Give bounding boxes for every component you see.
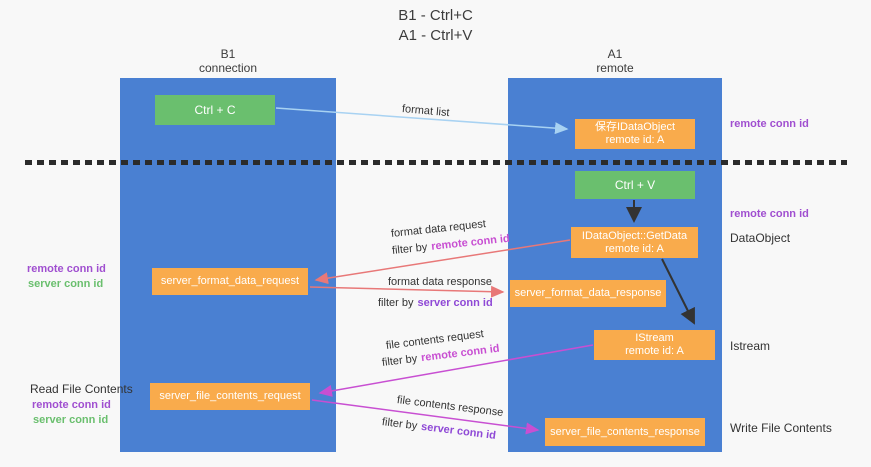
dashed-separator [25, 160, 847, 165]
ctrl-c-label: Ctrl + C [194, 102, 236, 117]
filter-by-text: filter by [378, 297, 414, 309]
ctrl-v-label: Ctrl + V [614, 177, 656, 192]
lane-header-b1: B1 connection [120, 47, 336, 75]
filter-by-text: filter by [381, 416, 418, 433]
file-response-label: server_file_contents_response [550, 425, 700, 438]
remote-conn-id-annotation-left-1: remote conn id [27, 263, 106, 275]
remote-conn-id-annotation-mid: remote conn id [730, 208, 809, 220]
server-conn-id-text: server conn id [420, 420, 497, 442]
server-conn-id-annotation-left-2: server conn id [33, 414, 109, 426]
file-contents-response-label: file contents response [396, 394, 504, 419]
filter-by-text: filter by [381, 352, 418, 369]
lane-b1-name: B1 [220, 47, 236, 61]
filter-by-text: filter by [391, 241, 428, 257]
getdata-line1: IDataObject::GetData [581, 229, 688, 242]
ctrl-v-box: Ctrl + V [575, 171, 695, 199]
read-file-contents-annotation: Read File Contents [30, 382, 133, 396]
diagram-title: B1 - Ctrl+C A1 - Ctrl+V [0, 6, 871, 46]
lane-a1-name: A1 [607, 47, 623, 61]
save-idataobject-line1: 保存IDataObject [594, 121, 676, 133]
getdata-line2: remote id: A [605, 242, 664, 255]
server-file-contents-response-box: server_file_contents_response [545, 418, 705, 446]
title-line-2: A1 - Ctrl+V [398, 27, 473, 44]
server-format-data-request-box: server_format_data_request [152, 268, 308, 295]
lane-header-a1: A1 remote [508, 47, 722, 75]
istream-line2: remote id: A [625, 345, 684, 357]
format-data-response-label: format data response [388, 276, 492, 288]
save-idataobject-line2: remote id: A [605, 134, 665, 146]
remote-conn-id-annotation-left-2: remote conn id [32, 399, 111, 411]
server-format-data-response-box: server_format_data_response [510, 280, 666, 307]
remote-conn-id-annotation-top: remote conn id [730, 118, 809, 130]
server-conn-id-text: server conn id [417, 297, 493, 309]
ctrl-c-box: Ctrl + C [155, 95, 275, 125]
file-request-label: server_file_contents_request [159, 390, 301, 402]
save-idataobject-box: 保存IDataObject remote id: A [575, 119, 695, 149]
idataobject-getdata-box: IDataObject::GetData remote id: A [571, 227, 698, 258]
format-request-label: server_format_data_request [160, 275, 300, 287]
remote-conn-id-text: remote conn id [430, 232, 511, 253]
server-conn-id-annotation-left-1: server conn id [28, 278, 104, 290]
title-line-1: B1 - Ctrl+C [398, 7, 473, 24]
format-list-label: format list [401, 103, 451, 120]
istream-box: IStream remote id: A [594, 330, 715, 360]
istream-line1: IStream [635, 332, 674, 344]
istream-annotation: Istream [730, 339, 771, 353]
lane-a1-type: remote [596, 61, 634, 75]
lane-b1-type: connection [198, 61, 258, 75]
write-file-contents-annotation: Write File Contents [730, 421, 832, 435]
format-response-label: server_format_data_response [514, 287, 662, 299]
server-file-contents-request-box: server_file_contents_request [150, 383, 310, 410]
dataobject-annotation: DataObject [730, 231, 791, 245]
